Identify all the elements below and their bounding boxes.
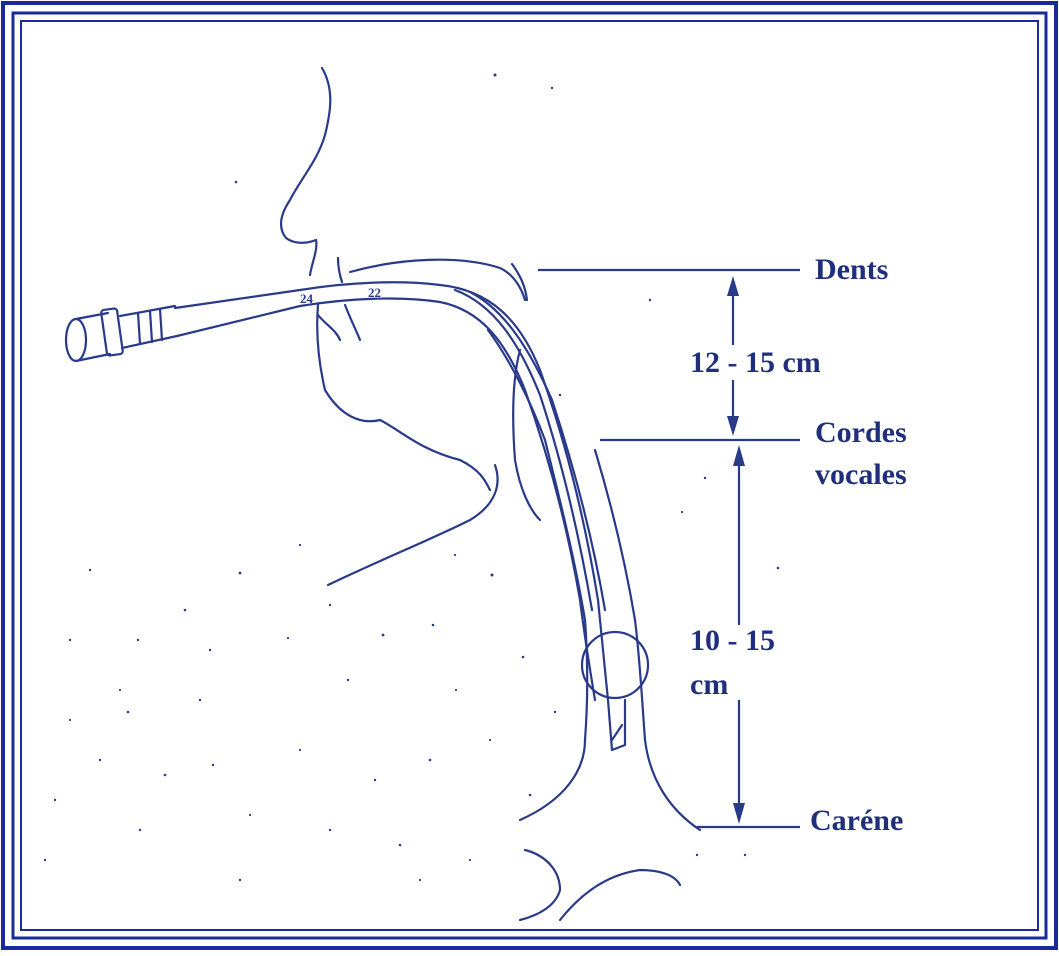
tube-mark-24: 24 [300, 291, 314, 306]
label-carina: Caréne [810, 804, 903, 837]
label-upper-distance: 12 - 15 cm [690, 346, 821, 379]
face-profile [281, 68, 498, 585]
speckle-dots [44, 74, 780, 882]
label-vocal-cords-line1: Cordes [815, 416, 907, 449]
label-lower-distance-line2: cm [690, 668, 728, 701]
labels: Dents 12 - 15 cm Cordes vocales 10 - 15 … [690, 253, 907, 837]
label-vocal-cords-line2: vocales [815, 458, 907, 491]
label-teeth: Dents [815, 253, 888, 286]
endotracheal-tube [66, 282, 648, 750]
tube-mark-22: 22 [368, 285, 381, 300]
airway [350, 260, 700, 920]
label-lower-distance-line1: 10 - 15 [690, 624, 775, 657]
